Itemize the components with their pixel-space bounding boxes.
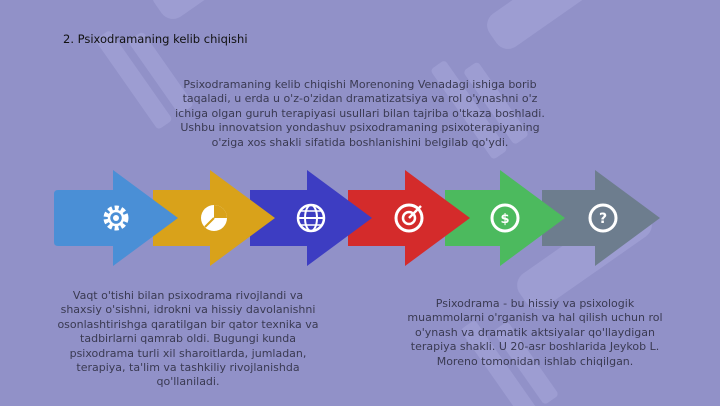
arrow-step-1 [54, 170, 178, 266]
globe-icon [296, 203, 326, 233]
question-icon: ? [588, 203, 618, 233]
process-arrows: ? $ [54, 170, 660, 266]
arrow-step-2 [153, 170, 275, 266]
right-paragraph: Psixodrama - bu hissiy va psixologik mua… [407, 297, 663, 368]
svg-text:?: ? [599, 211, 607, 227]
target-icon [394, 203, 424, 233]
arrow-step-6: ? [542, 170, 660, 266]
arrow-step-4 [348, 170, 470, 266]
intro-paragraph: Psixodramaning kelib chiqishi Morenoning… [175, 78, 545, 149]
pie-chart-icon [201, 205, 227, 231]
svg-text:$: $ [500, 212, 509, 227]
arrow-step-3 [250, 170, 372, 266]
gear-icon [103, 205, 129, 231]
arrow-step-5: $ [445, 170, 565, 266]
slide-title: 2. Psixodramaning kelib chiqishi [63, 32, 248, 46]
dollar-coin-icon: $ [490, 203, 520, 233]
left-paragraph: Vaqt o'tishi bilan psixodrama rivojlandi… [57, 289, 319, 389]
